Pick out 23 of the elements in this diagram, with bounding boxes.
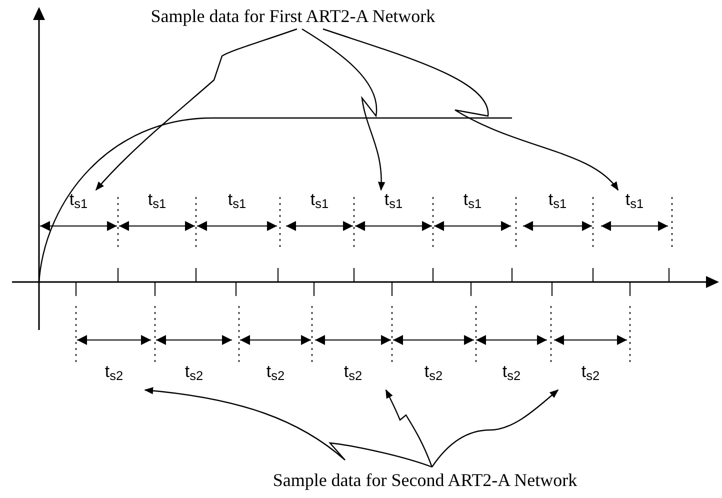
leader-arrow [144,387,432,468]
interval-label: t$_{s2}$ [344,362,362,382]
leader-arrow [302,28,385,191]
interval-label: t$_{s1}$ [548,190,567,210]
annotation-text: Sample data for Second ART2-A Network [272,468,578,492]
leader-arrow [95,28,298,191]
interval-label: t$_{s2}$ [502,362,521,382]
annotation-text: Sample data for First ART2-A Network [150,4,436,28]
interval-label: t$_{s2}$ [581,362,600,382]
interval-label: t$_{s1}$ [463,190,482,210]
leader-arrow [385,389,433,468]
interval-label: t$_{s1}$ [384,190,403,210]
interval-label: t$_{s2}$ [266,362,285,382]
interval-label: t$_{s1}$ [625,190,644,210]
interval-label: t$_{s2}$ [424,362,443,382]
interval-label: t$_{s1}$ [148,190,166,210]
interval-label: t$_{s1}$ [310,190,329,210]
interval-label: t$_{s1}$ [69,190,88,210]
interval-label: t$_{s2}$ [184,362,204,382]
leader-arrow [432,389,559,468]
interval-label: t$_{s1}$ [228,190,246,210]
leader-arrow [322,28,619,191]
interval-label: t$_{s2}$ [104,362,124,382]
